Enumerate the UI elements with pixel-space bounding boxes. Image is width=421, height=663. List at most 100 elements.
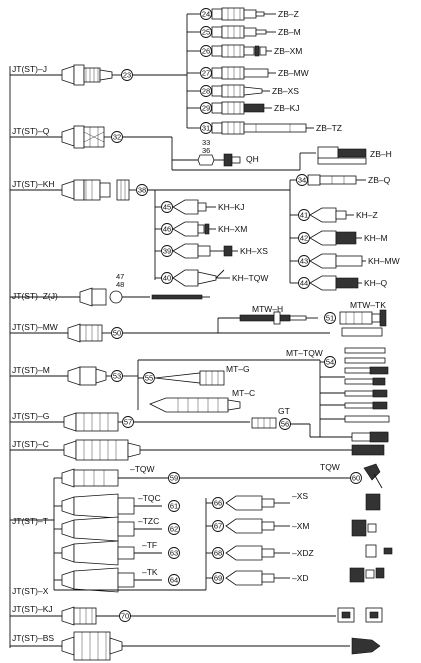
svg-text:–TQC: –TQC xyxy=(138,493,161,503)
collet-row-27: 27 ZB–MW xyxy=(187,66,309,80)
label-jt-bs: JT(ST)–BS xyxy=(12,633,54,643)
holder-kj xyxy=(61,606,97,626)
mt-c-tool xyxy=(149,397,241,413)
svg-text:MTW–TK: MTW–TK xyxy=(350,300,386,310)
holder-c xyxy=(63,439,141,461)
svg-text:48: 48 xyxy=(116,280,124,289)
svg-text:33: 33 xyxy=(202,138,210,147)
svg-text:70: 70 xyxy=(121,612,129,621)
label-zb-mw: ZB–MW xyxy=(278,68,309,78)
svg-text:MT–C: MT–C xyxy=(232,388,255,398)
holder-m xyxy=(67,366,107,386)
svg-text:29: 29 xyxy=(202,104,210,113)
label-zb-tz: ZB–TZ xyxy=(316,123,342,133)
svg-text:69: 69 xyxy=(214,574,222,583)
collet-row-29: 29 ZB–KJ xyxy=(187,101,300,115)
t-row-tk: –TK 64 xyxy=(54,567,180,593)
t-row-tqc: –TQC 61 xyxy=(54,493,180,519)
svg-text:68: 68 xyxy=(214,549,222,558)
collet-row-28: 28 ZB–XS xyxy=(187,84,299,98)
x-row-xm: 67 –XM xyxy=(206,518,309,534)
svg-text:39: 39 xyxy=(163,247,171,256)
svg-text:–XM: –XM xyxy=(292,521,309,531)
label-jt-m: JT(ST)–M xyxy=(12,365,50,375)
svg-text:56: 56 xyxy=(281,420,289,429)
svg-text:53: 53 xyxy=(113,372,121,381)
svg-text:42: 42 xyxy=(300,234,308,243)
svg-text:KH–Z: KH–Z xyxy=(356,210,378,220)
svg-text:54: 54 xyxy=(326,358,334,367)
svg-text:27: 27 xyxy=(202,69,210,78)
zb-h-tool xyxy=(317,146,367,165)
holder-bs xyxy=(61,631,123,661)
label-jt-j: JT(ST)–J xyxy=(12,64,47,74)
kh-row-43: 43 KH–MW xyxy=(290,253,400,269)
label-zb-h: ZB–H xyxy=(370,149,392,159)
svg-text:26: 26 xyxy=(202,47,210,56)
kh-row-41: 41 KH–Z xyxy=(290,207,378,223)
label-jt-q: JT(ST)–Q xyxy=(12,126,50,136)
x-row-xd: 69 –XD xyxy=(206,570,309,586)
bs-tool xyxy=(351,637,381,655)
label-jt-mw: JT(ST)–MW xyxy=(12,322,58,332)
mt-g-tool xyxy=(154,370,225,386)
svg-text:KH–M: KH–M xyxy=(364,233,388,243)
svg-text:43: 43 xyxy=(300,257,308,266)
svg-text:–XS: –XS xyxy=(292,491,308,501)
collet-row-24: 24 ZB–Z xyxy=(187,7,299,21)
collet-row-26: 26 ZB–XM xyxy=(187,44,302,58)
svg-text:KH–MW: KH–MW xyxy=(368,256,400,266)
svg-text:61: 61 xyxy=(170,502,178,511)
kh-row-42: 42 KH–M xyxy=(290,230,388,246)
svg-text:23: 23 xyxy=(123,71,131,80)
label-zb-z: ZB–Z xyxy=(278,9,299,19)
svg-text:–XD: –XD xyxy=(292,573,309,583)
label-jt-c: JT(ST)–C xyxy=(12,439,49,449)
holder-mw xyxy=(67,323,103,343)
kh-row-39: 39 KH–XS xyxy=(155,243,268,259)
collet-row-25: 25 ZB–M xyxy=(187,25,301,39)
x-row-xdz: 68 –XDZ xyxy=(206,545,314,561)
svg-text:KH–XS: KH–XS xyxy=(240,246,268,256)
svg-text:28: 28 xyxy=(202,87,210,96)
x-row-xs: 66 –XS xyxy=(206,491,308,511)
holder-kh xyxy=(61,179,111,201)
mt-tqw-drill-set xyxy=(344,347,390,423)
svg-text:25: 25 xyxy=(202,28,210,37)
kh-row-44: 44 KH–Q xyxy=(290,275,388,291)
svg-text:64: 64 xyxy=(170,576,178,585)
label-jt-g: JT(ST)–G xyxy=(12,411,49,421)
mtw-h-tool xyxy=(239,311,307,325)
label-jt-kh: JT(ST)–KH xyxy=(12,179,55,189)
label-jt-kj: JT(ST)–KJ xyxy=(12,604,53,614)
t-row-tqw: –TQW 59 TQW 60 xyxy=(54,462,383,489)
svg-text:KH–KJ: KH–KJ xyxy=(218,202,244,212)
svg-text:40: 40 xyxy=(163,274,171,283)
svg-text:51: 51 xyxy=(326,314,334,323)
mtw-tk-tool xyxy=(339,309,387,337)
t-row-tzc: –TZC 62 xyxy=(54,516,180,542)
svg-text:32: 32 xyxy=(113,133,121,142)
svg-text:46: 46 xyxy=(163,225,171,234)
svg-text:60: 60 xyxy=(352,474,360,483)
svg-text:MT–G: MT–G xyxy=(226,364,250,374)
collet-row-31: 31 ZB–TZ xyxy=(187,121,342,135)
label-qh: QH xyxy=(246,154,259,164)
svg-text:59: 59 xyxy=(170,474,178,483)
c-tool xyxy=(351,444,385,456)
svg-text:50: 50 xyxy=(113,329,121,338)
holder-j xyxy=(61,64,113,86)
svg-text:–XDZ: –XDZ xyxy=(292,548,314,558)
svg-text:47: 47 xyxy=(116,272,124,281)
label-zb-xm: ZB–XM xyxy=(274,46,302,56)
label-zb-q: ZB–Q xyxy=(368,175,391,185)
svg-text:TQW: TQW xyxy=(320,462,340,472)
label-jt-x: JT(ST)–X xyxy=(12,586,49,596)
svg-text:38: 38 xyxy=(138,186,146,195)
svg-text:67: 67 xyxy=(214,522,222,531)
svg-text:24: 24 xyxy=(202,10,210,19)
svg-text:MT–TQW: MT–TQW xyxy=(286,348,323,358)
svg-text:KH–XM: KH–XM xyxy=(218,224,247,234)
